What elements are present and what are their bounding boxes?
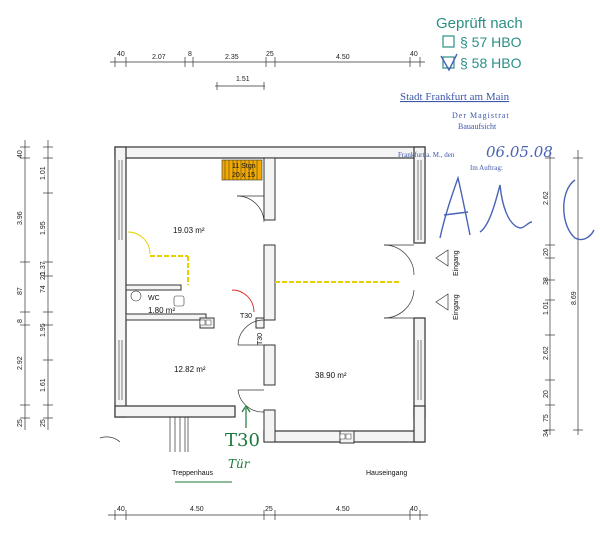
room-area-3: 12.82 m²: [174, 365, 206, 374]
stamp-date: 06.05.08: [486, 143, 553, 161]
yellow-markings: [150, 255, 400, 285]
stamp-option-57: § 57 HBO: [460, 34, 522, 50]
left-dim-8: 8: [17, 319, 24, 323]
top-dim-207: 2.07: [152, 54, 166, 61]
stamp-option-58: § 58 HBO: [460, 55, 522, 71]
left-dim-292: 2.92: [17, 356, 24, 370]
handwritten-tuer: Tür: [228, 457, 251, 471]
top-dim-235: 2.35: [225, 54, 239, 61]
top-dim-40b: 40: [410, 51, 418, 58]
t30-side-label: T30: [257, 333, 264, 345]
room-area-4: 38.90 m²: [315, 371, 347, 380]
windows: [118, 160, 422, 400]
bottom-dim-25: 25: [265, 506, 273, 513]
left-dim-101: 1.01: [40, 166, 47, 180]
left-dim-396: 3.96: [17, 211, 24, 225]
right-dim-262a: 2.62: [543, 191, 550, 205]
stair-label: 11 Stgn: [232, 163, 256, 170]
right-dim-20b: 20: [543, 390, 550, 398]
left-dim-137: 1.37: [40, 261, 47, 275]
top-dim-8: 8: [188, 51, 192, 58]
bottom-dim-450a: 4.50: [190, 506, 204, 513]
checkbox-57: [442, 35, 455, 48]
left-dim-161: 1.61: [40, 378, 47, 392]
right-dim-262b: 2.62: [543, 346, 550, 360]
stamp-place-date: Frankfurt a. M., den: [398, 151, 455, 159]
signature: [439, 175, 595, 241]
left-dim-40: 40: [17, 150, 24, 158]
entrance-label-2: Eingang: [453, 294, 460, 320]
top-dimension-chain: [110, 57, 425, 90]
bottom-dim-40b: 40: [410, 506, 418, 513]
outlets: [199, 319, 352, 440]
hauseingang-label: Hauseingang: [366, 470, 407, 477]
treppenhaus-label: Treppenhaus: [172, 470, 213, 477]
stamp-office: Bauaufsicht: [458, 122, 497, 131]
right-dim-101: 1.01: [543, 301, 550, 315]
right-dimension-chain: [545, 150, 583, 435]
left-dim-25b: 25: [40, 419, 47, 427]
yellow-door-swings: [127, 231, 255, 313]
green-arrow: [241, 404, 251, 428]
t30-door-label: T30: [240, 313, 252, 320]
stairwell-bars: [169, 417, 189, 452]
top-dim-450: 4.50: [336, 54, 350, 61]
left-dim-74: 74: [40, 285, 47, 293]
handwritten-t30: T30: [225, 430, 260, 451]
left-dimension-chain: [20, 140, 53, 430]
bottom-dim-40a: 40: [117, 506, 125, 513]
right-dim-34: 34: [543, 429, 550, 437]
stamp-magistrat: Der Magistrat: [452, 111, 510, 120]
left-dim-20: 20: [40, 272, 47, 280]
checkbox-58-mark: [440, 53, 458, 72]
wc-label: WC: [148, 295, 160, 302]
bottom-dim-450b: 4.50: [336, 506, 350, 513]
top-dim-151: 1.51: [236, 76, 250, 83]
top-dim-25: 25: [266, 51, 274, 58]
right-dim-75: 75: [543, 414, 550, 422]
wc-fixtures: [130, 290, 185, 307]
stamp-commission: Im Auftrag:: [470, 164, 503, 172]
right-dim-20a: 20: [543, 248, 550, 256]
room-area-wc: 1.80 m²: [148, 306, 175, 315]
entrance-label-1: Eingang: [453, 250, 460, 276]
right-dim-869: 8.69: [571, 291, 578, 305]
left-dim-87: 87: [17, 287, 24, 295]
entrance-arrows: [435, 249, 449, 311]
interior-walls: [125, 157, 355, 444]
staircase: [221, 159, 263, 181]
approval-stamp: Geprüft nach § 57 HBO § 58 HBO Stadt Fra…: [398, 15, 553, 172]
stair-ratio-label: 20 x 15: [232, 172, 255, 179]
bottom-dimension-chain: [108, 510, 428, 520]
left-dim-195b: 1.95: [40, 323, 47, 337]
stamp-city: Stadt Frankfurt am Main: [400, 91, 510, 103]
stamp-title: Geprüft nach: [436, 15, 523, 32]
top-dim-40a: 40: [117, 51, 125, 58]
room-area-1: 19.03 m²: [173, 226, 205, 235]
left-dim-195a: 1.95: [40, 221, 47, 235]
left-dim-25a: 25: [17, 419, 24, 427]
right-dim-38: 38: [543, 277, 550, 285]
